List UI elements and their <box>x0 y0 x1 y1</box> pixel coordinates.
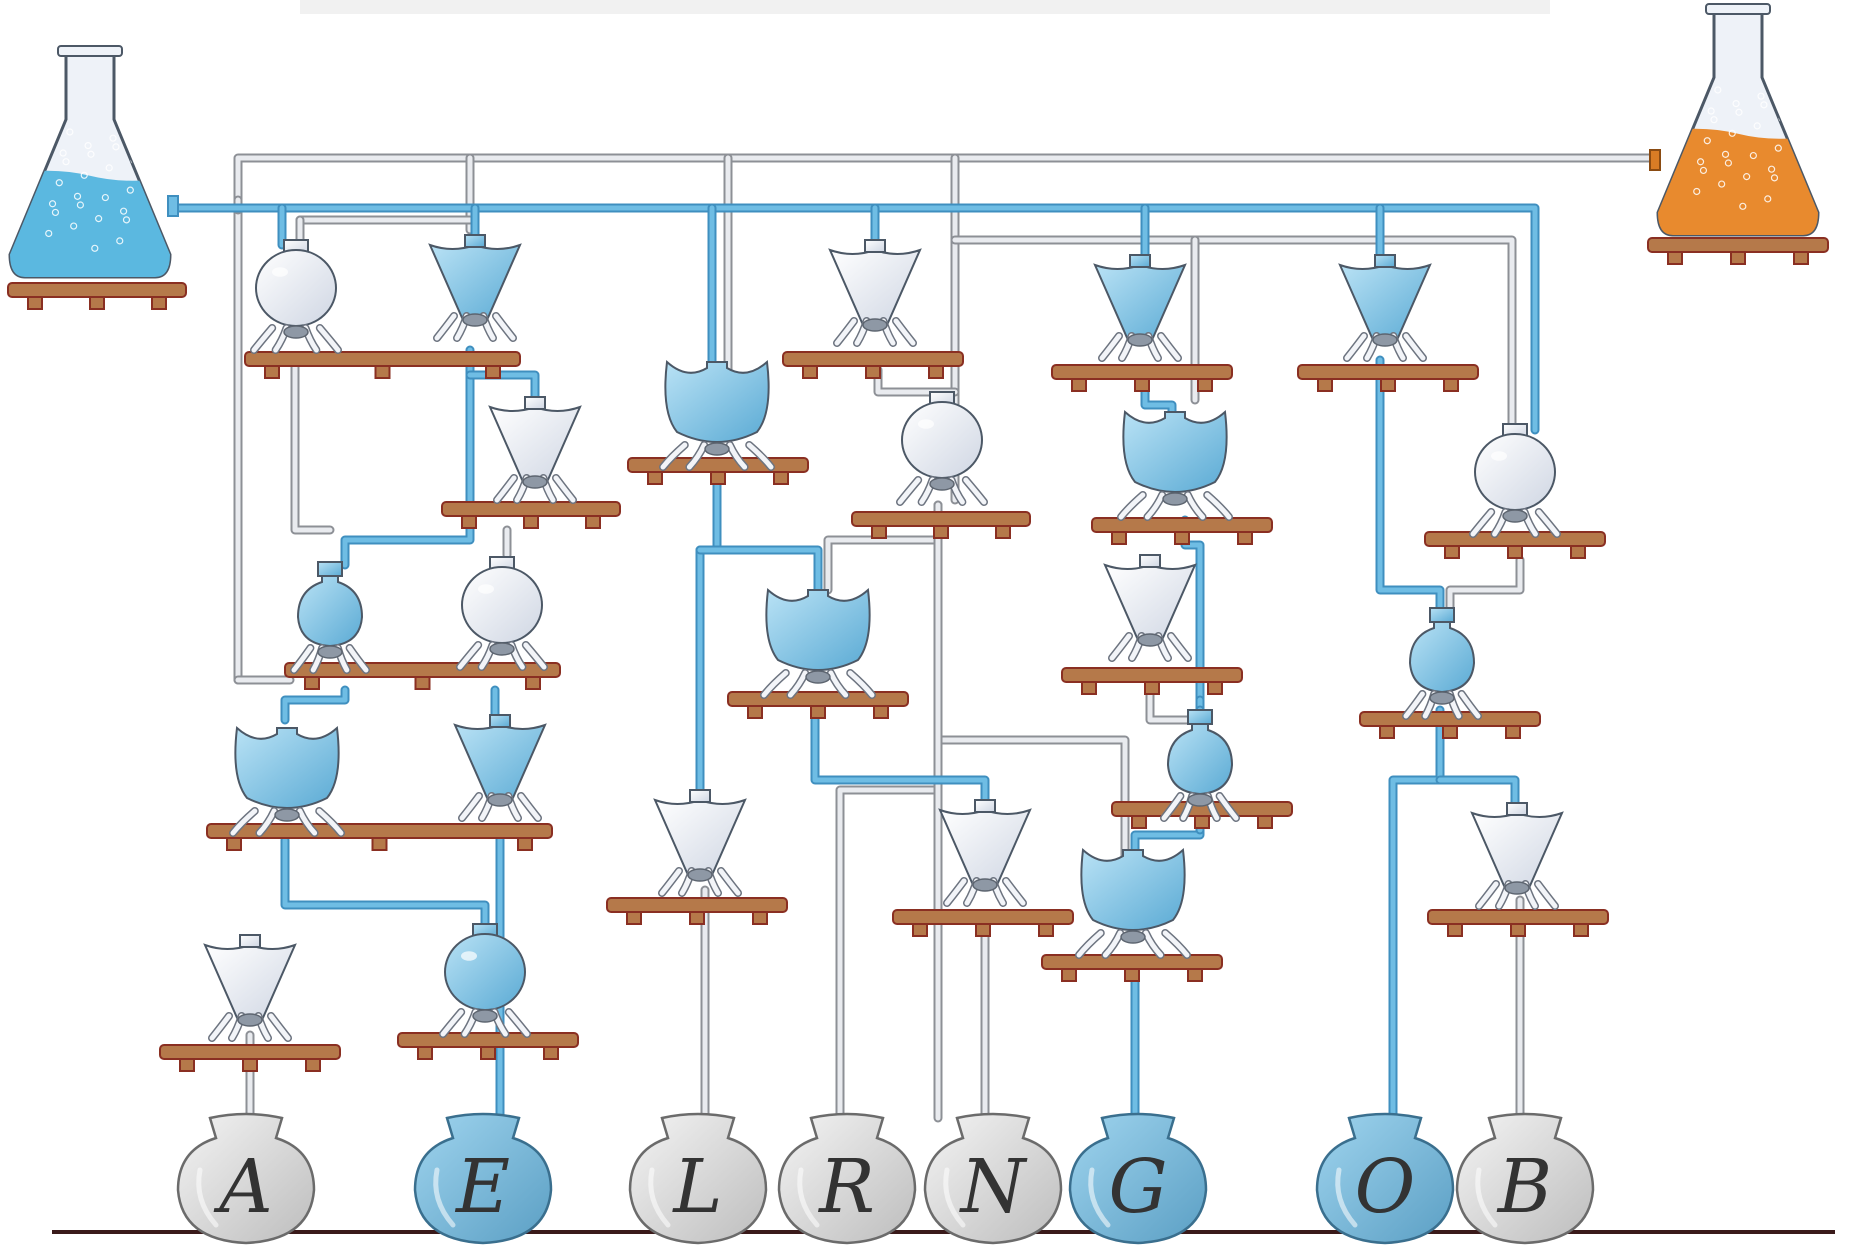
shelf-19 <box>1424 531 1606 559</box>
blue-pipe-23 <box>1435 775 1520 820</box>
shelf-20 <box>1359 711 1541 739</box>
vessel-jar-2[interactable] <box>1160 709 1240 822</box>
target-flask-n[interactable]: N <box>923 1112 1063 1245</box>
target-flask-a[interactable]: A <box>176 1112 316 1245</box>
blue-pipe-22 <box>1388 705 1445 1123</box>
shelf-7 <box>627 457 809 485</box>
target-label-e: E <box>454 1144 510 1230</box>
target-label-r: R <box>817 1144 875 1230</box>
shelf-18 <box>1297 364 1479 392</box>
target-flask-e[interactable]: E <box>413 1112 553 1245</box>
vessel-funnel-4[interactable] <box>203 934 297 1042</box>
vessel-sphere-5[interactable] <box>1469 423 1561 538</box>
vessel-bowl-5[interactable] <box>1075 847 1191 959</box>
vessel-jar-1[interactable] <box>290 561 370 674</box>
shelf-1 <box>244 351 521 379</box>
target-flask-g[interactable]: G <box>1068 1112 1208 1245</box>
vessel-funnel-9[interactable] <box>1103 554 1197 662</box>
vessel-funnel-10[interactable] <box>1338 254 1432 362</box>
vessel-funnel-8[interactable] <box>1093 254 1187 362</box>
blue-pipe-21 <box>1375 355 1445 615</box>
source-layer <box>8 3 1820 279</box>
blue-pipe-layer <box>167 203 1540 1123</box>
shelf-14 <box>1091 517 1273 545</box>
vessel-funnel-11[interactable] <box>1470 802 1564 910</box>
blue-source-spout <box>167 195 179 217</box>
vessel-bowl-4[interactable] <box>1117 409 1233 521</box>
blue-pipe-9 <box>280 685 350 725</box>
shelf-12 <box>892 909 1074 937</box>
blue-pipe-14 <box>695 545 823 595</box>
target-flask-l[interactable]: L <box>628 1112 768 1245</box>
vessel-funnel-2[interactable] <box>488 396 582 504</box>
vessel-funnel-5[interactable] <box>653 789 747 897</box>
blue-pipe-13 <box>695 465 722 795</box>
blue-pipe-15 <box>810 695 990 810</box>
empty-pipe-15 <box>823 535 943 595</box>
shelf-4 <box>206 823 553 851</box>
shelf-17 <box>1041 954 1223 982</box>
vessel-sphere-4[interactable] <box>896 391 988 506</box>
top-shadow <box>300 0 1550 14</box>
shelf-9 <box>782 351 964 379</box>
target-flask-o[interactable]: O <box>1315 1112 1455 1245</box>
vessel-layer <box>203 234 1564 1042</box>
target-label-n: N <box>959 1144 1028 1230</box>
vessel-sphere-2[interactable] <box>456 556 548 671</box>
vessel-bowl-2[interactable] <box>659 359 775 471</box>
blue-pipe-0 <box>167 203 1540 435</box>
shelf-2 <box>441 501 621 529</box>
target-label-o: O <box>1355 1144 1416 1230</box>
orange-source-spout <box>1649 149 1661 171</box>
shelf-3 <box>284 662 561 690</box>
empty-pipe-11 <box>290 355 335 535</box>
shelf-6 <box>397 1032 579 1060</box>
shelf-layer <box>7 237 1829 1072</box>
shelf-21 <box>1427 909 1609 937</box>
vessel-funnel-1[interactable] <box>428 234 522 342</box>
shelf-13 <box>1051 364 1233 392</box>
vessel-funnel-3[interactable] <box>453 714 547 822</box>
blue-pipe-7 <box>340 345 475 570</box>
source-shelf-orange <box>1647 237 1829 265</box>
target-flask-b[interactable]: B <box>1455 1112 1595 1245</box>
target-flask-r[interactable]: R <box>777 1112 917 1245</box>
shelf-15 <box>1061 667 1243 695</box>
target-label-l: L <box>671 1144 722 1230</box>
source-shelf-blue <box>7 282 187 310</box>
empty-pipe-0 <box>233 153 1657 685</box>
vessel-funnel-7[interactable] <box>938 799 1032 907</box>
vessel-bowl-1[interactable] <box>229 725 345 837</box>
target-label-g: G <box>1108 1144 1167 1230</box>
vessel-bowl-3[interactable] <box>760 587 876 699</box>
shelf-16 <box>1111 801 1293 829</box>
vessel-sphere-3[interactable] <box>439 923 531 1038</box>
blue-pipe-11 <box>280 835 490 935</box>
target-label-b: B <box>1496 1144 1552 1230</box>
blue-source-flask-icon <box>8 45 172 279</box>
shelf-11 <box>727 691 909 719</box>
vessel-sphere-1[interactable] <box>250 239 342 354</box>
vessel-jar-3[interactable] <box>1402 607 1482 720</box>
target-label-a: A <box>213 1144 272 1230</box>
shelf-8 <box>606 897 788 925</box>
shelf-10 <box>851 511 1031 539</box>
orange-source-flask-icon <box>1656 3 1820 237</box>
empty-pipe-16 <box>835 785 943 1123</box>
empty-pipe-20 <box>1445 555 1525 615</box>
shelf-5 <box>159 1044 341 1072</box>
vessel-funnel-6[interactable] <box>828 239 922 347</box>
